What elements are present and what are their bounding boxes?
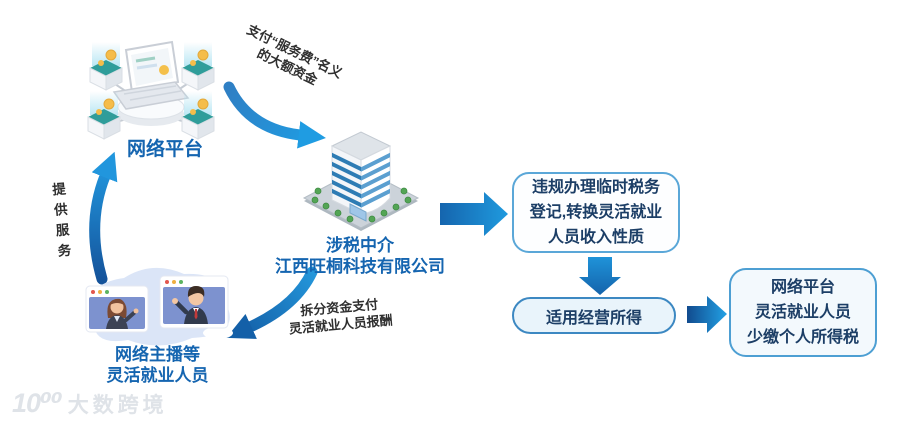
workers-label: 网络主播等 灵活就业人员 bbox=[75, 344, 240, 386]
server-icon bbox=[87, 90, 121, 140]
cloud-icon bbox=[203, 327, 233, 339]
result-box-line1: 网络平台 bbox=[770, 279, 835, 296]
arrow-platform-to-intermediary bbox=[223, 81, 326, 149]
arrow-intermediary-to-workers bbox=[226, 266, 318, 339]
registration-box: 违规办理临时税务 登记,转换灵活就业 人员收入性质 bbox=[512, 172, 680, 253]
browser-window-icon bbox=[159, 275, 229, 329]
arrow-registration-to-income bbox=[579, 257, 621, 295]
workers-label-line2: 灵活就业人员 bbox=[106, 366, 209, 385]
man-streamer-icon bbox=[172, 286, 208, 324]
watermark: 10⁰⁰ 大数跨境 bbox=[12, 388, 168, 419]
server-icon bbox=[181, 90, 215, 140]
registration-box-line1: 违规办理临时税务 bbox=[531, 179, 660, 196]
tower bbox=[330, 131, 392, 222]
arrow-intermediary-to-registration bbox=[440, 192, 508, 236]
building-entrance bbox=[349, 203, 367, 222]
platform-label: 网络平台 bbox=[126, 139, 203, 160]
registration-box-line3: 人员收入性质 bbox=[547, 229, 644, 246]
result-box-line3: 少缴个人所得税 bbox=[746, 329, 859, 346]
server-icon bbox=[89, 41, 123, 91]
intermediary-label: 涉税中介 江西旺桐科技有限公司 bbox=[260, 235, 460, 277]
bushes bbox=[311, 187, 412, 223]
result-box-line2: 灵活就业人员 bbox=[754, 304, 851, 321]
watermark-logo: 10⁰⁰ bbox=[12, 388, 63, 418]
registration-box-line2: 登记,转换灵活就业 bbox=[529, 204, 663, 221]
intermediary-label-line2: 江西旺桐科技有限公司 bbox=[275, 257, 445, 276]
arrow-workers-to-platform bbox=[89, 151, 118, 285]
income-pill-label: 适用经营所得 bbox=[545, 309, 642, 327]
server-icon bbox=[181, 41, 215, 91]
laptop-icon bbox=[112, 40, 190, 110]
arrow-income-to-result bbox=[687, 296, 727, 333]
intermediary-label-line1: 涉税中介 bbox=[326, 236, 394, 255]
watermark-text: 大数跨境 bbox=[67, 393, 168, 417]
result-box: 网络平台 灵活就业人员 少缴个人所得税 bbox=[729, 268, 877, 357]
office-building-illustration bbox=[302, 131, 420, 231]
streamers-illustration bbox=[79, 267, 233, 346]
workers-label-line1: 网络主播等 bbox=[115, 345, 200, 364]
income-pill: 适用经营所得 bbox=[512, 297, 676, 334]
browser-window-icon bbox=[85, 285, 149, 333]
network-platform-illustration bbox=[87, 40, 215, 140]
woman-streamer-icon bbox=[106, 298, 139, 329]
